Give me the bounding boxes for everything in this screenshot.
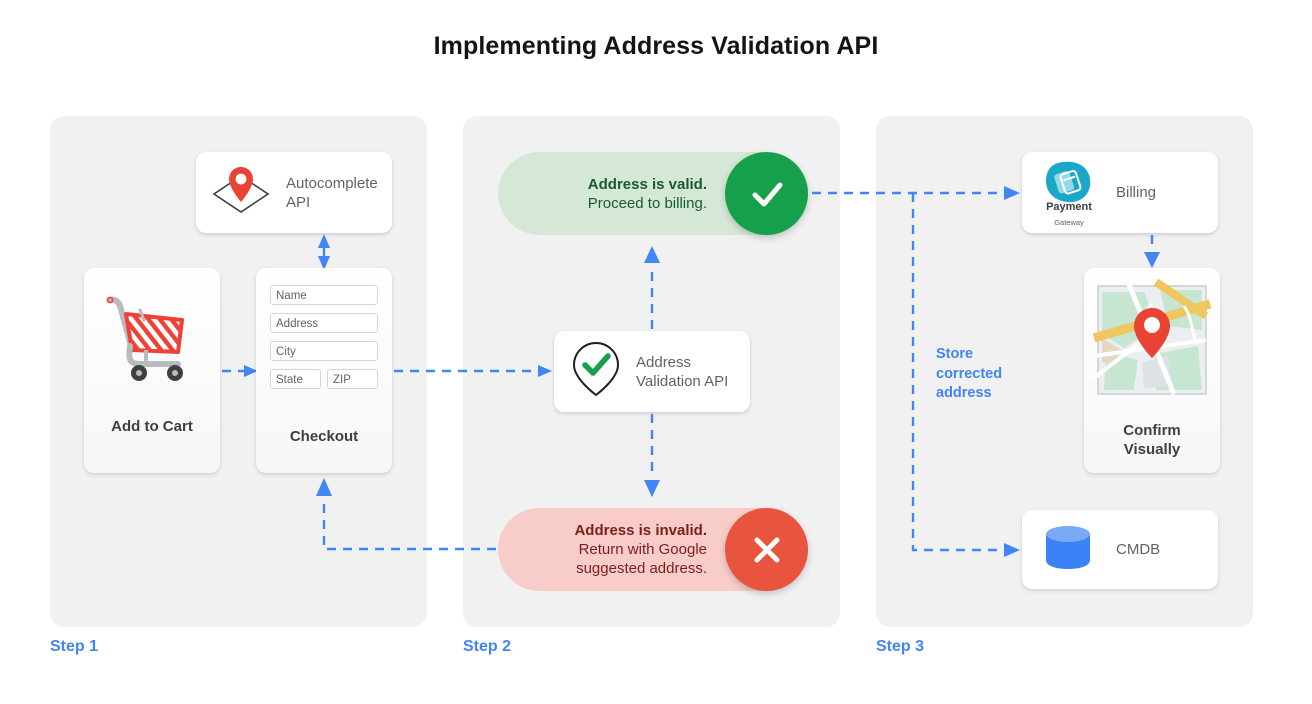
step-2-label: Step 2 — [463, 638, 512, 655]
validation-label-line-1: Address — [636, 353, 692, 371]
arrowhead-to-cmdb — [1004, 543, 1020, 557]
add-to-cart-title: Add to Cart — [111, 418, 193, 435]
address-validation-api-label: Address Validation API — [636, 353, 728, 391]
autocomplete-label-line-1: Autocomplete — [286, 174, 378, 192]
step-1-label: Step 1 — [50, 638, 99, 655]
address-invalid-pill: Address is invalid. Return with Google s… — [498, 508, 808, 591]
map-pin-check-icon — [570, 340, 622, 403]
zip-field[interactable]: ZIP — [327, 369, 378, 389]
add-to-cart-card[interactable]: Add to Cart — [84, 268, 220, 473]
arrowhead-cart-to-checkout — [244, 365, 258, 377]
billing-card[interactable]: Payment Gateway Billing — [1022, 152, 1218, 233]
validation-label-line-2: Validation API — [636, 372, 729, 390]
payment-gateway-logo-icon: Payment Gateway — [1040, 159, 1098, 227]
confirm-visually-title: Confirm Visually — [1123, 421, 1181, 459]
state-field[interactable]: State — [270, 369, 321, 389]
payment-gateway-sublabel: Gateway — [1054, 217, 1084, 227]
step-3-label: Step 3 — [876, 638, 925, 655]
confirm-visually-card[interactable]: Confirm Visually — [1084, 268, 1220, 473]
x-circle-icon — [725, 508, 808, 591]
autocomplete-label-line-2: API — [286, 193, 311, 211]
autocomplete-api-label: Autocomplete API — [286, 174, 378, 212]
city-field[interactable]: City — [270, 341, 378, 361]
store-note-line-1: Store — [936, 346, 974, 362]
state-zip-row: State ZIP — [270, 369, 378, 389]
store-corrected-address-note: Store corrected address — [936, 345, 1046, 404]
check-circle-icon — [725, 152, 808, 235]
address-validation-api-card[interactable]: Address Validation API — [554, 331, 750, 412]
arrowhead-to-valid-pill — [644, 246, 660, 263]
billing-label: Billing — [1116, 184, 1157, 201]
confirm-title-line-2: Visually — [1123, 441, 1181, 458]
checkout-title: Checkout — [289, 428, 359, 445]
arrowhead-checkout-to-validation — [538, 365, 552, 377]
address-valid-pill: Address is valid. Proceed to billing. — [498, 152, 808, 235]
checkout-card[interactable]: Name Address City State ZIP Checkout — [256, 268, 392, 473]
valid-line-2: Proceed to billing. — [587, 194, 707, 212]
invalid-line-2: Return with Google — [578, 541, 707, 558]
arrowhead-back-to-checkout — [316, 478, 332, 496]
cmdb-label: CMDB — [1116, 541, 1161, 558]
arrowhead-up-autocomplete — [318, 234, 330, 248]
invalid-line-1: Address is invalid. — [574, 522, 707, 539]
address-field[interactable]: Address — [270, 313, 378, 333]
arrowhead-to-billing — [1004, 186, 1020, 200]
confirm-title-line-1: Confirm — [1123, 422, 1181, 439]
database-cylinder-icon — [1042, 521, 1094, 578]
map-thumbnail-icon — [1092, 278, 1212, 399]
valid-line-1: Address is valid. — [587, 175, 707, 193]
invalid-line-3: suggested address. — [576, 560, 707, 577]
address-invalid-text: Address is invalid. Return with Google s… — [498, 521, 725, 578]
page-title: Implementing Address Validation API — [433, 32, 879, 60]
address-valid-text: Address is valid. Proceed to billing. — [498, 175, 725, 213]
arrowhead-to-confirm — [1144, 252, 1160, 268]
shopping-cart-icon — [100, 290, 204, 395]
name-field[interactable]: Name — [270, 285, 378, 305]
svg-text:Payment: Payment — [1046, 201, 1092, 213]
cmdb-card[interactable]: CMDB — [1022, 510, 1218, 589]
store-note-line-3: address — [936, 385, 992, 401]
arrowhead-to-invalid-pill — [644, 480, 660, 497]
autocomplete-api-card[interactable]: Autocomplete API — [196, 152, 392, 233]
arrowhead-down-checkout — [318, 256, 330, 270]
map-pin-on-map-icon — [210, 164, 272, 221]
store-note-line-2: corrected — [936, 365, 1003, 382]
